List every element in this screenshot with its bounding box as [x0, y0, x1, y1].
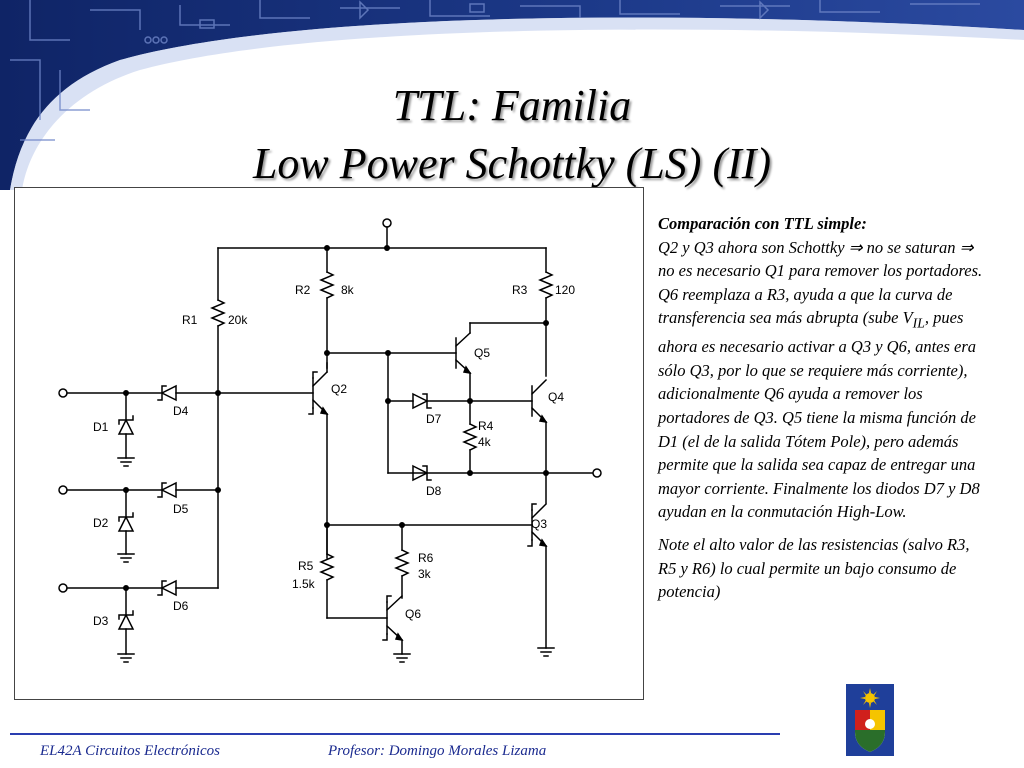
description-paragraph-1: Comparación con TTL simple: Q2 y Q3 ahor…: [658, 212, 990, 524]
desc-text-d: , pues ahora es necesario activar a Q3 y…: [658, 308, 980, 522]
label-d5: D5: [173, 502, 189, 516]
label-d3: D3: [93, 614, 109, 628]
desc-text-a: Q2 y Q3 ahora son Schottky: [658, 237, 849, 257]
desc-text-c: no es necesario Q1 para remover los port…: [658, 261, 983, 328]
label-d8: D8: [426, 484, 442, 498]
label-r4: R4: [478, 419, 494, 433]
label-d2: D2: [93, 516, 109, 530]
footer-professor: Profesor: Domingo Morales Lizama: [328, 743, 547, 759]
implies-arrow: ⇒: [959, 237, 974, 257]
label-q2: Q2: [331, 382, 347, 396]
desc-text-b: no se saturan: [862, 237, 960, 257]
label-d6: D6: [173, 599, 189, 613]
label-q5: Q5: [474, 346, 490, 360]
label-q4: Q4: [548, 390, 564, 404]
label-d4: D4: [173, 404, 189, 418]
label-q6: Q6: [405, 607, 421, 621]
university-crest-logo: [846, 684, 894, 756]
implies-arrow: ⇒: [848, 237, 863, 257]
label-r4-value: 4k: [478, 435, 492, 449]
label-r3: R3: [512, 283, 528, 297]
label-r3-value: 120: [555, 283, 575, 297]
label-r1: R1: [182, 313, 198, 327]
label-d1: D1: [93, 420, 109, 434]
schematic-svg: R1 20k R2 8k R3 120 R4 4k R5 1.5k R6 3k …: [58, 218, 602, 663]
footer-divider: [10, 733, 780, 735]
vil-subscript: IL: [912, 315, 925, 331]
label-r5-value: 1.5k: [292, 577, 316, 591]
slide-title-line1: TTL: Familia: [392, 81, 632, 130]
description-paragraph-2: Note el alto valor de las resistencias (…: [658, 535, 970, 602]
label-r5: R5: [298, 559, 314, 573]
label-r2: R2: [295, 283, 311, 297]
label-r1-value: 20k: [228, 313, 248, 327]
footer-course: EL42A Circuitos Electrónicos: [40, 743, 220, 759]
label-q3: Q3: [531, 517, 547, 531]
description-panel: Comparación con TTL simple: Q2 y Q3 ahor…: [658, 212, 990, 613]
label-r2-value: 8k: [341, 283, 355, 297]
label-d7: D7: [426, 412, 442, 426]
label-r6-value: 3k: [418, 567, 432, 581]
slide-title-line2: Low Power Schottky (LS) (II): [252, 139, 772, 188]
description-heading: Comparación con TTL simple:: [658, 214, 867, 233]
circuit-diagram: R1 20k R2 8k R3 120 R4 4k R5 1.5k R6 3k …: [14, 187, 644, 700]
label-r6: R6: [418, 551, 434, 565]
